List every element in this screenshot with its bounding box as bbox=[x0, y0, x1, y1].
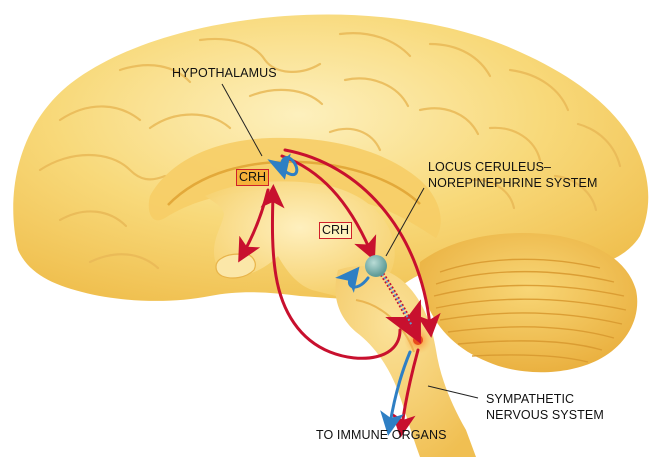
label-locus-ceruleus-line2: NOREPINEPHRINE SYSTEM bbox=[428, 176, 598, 190]
label-sympathetic-line1: SYMPATHETIC bbox=[486, 392, 575, 406]
label-immune-organs: TO IMMUNE ORGANS bbox=[316, 428, 447, 442]
leader-lines bbox=[221, 83, 479, 399]
gyri-lines bbox=[38, 32, 622, 270]
blue-loop-hypothalamus bbox=[267, 153, 299, 180]
label-crh-top: CRH bbox=[236, 169, 270, 186]
label-hypothalamus: HYPOTHALAMUS bbox=[172, 66, 277, 80]
label-sympathetic-line2: NERVOUS SYSTEM bbox=[486, 408, 604, 422]
arrow-hypo-to-symp bbox=[283, 148, 441, 338]
cerebellum-folia bbox=[433, 258, 627, 363]
label-locus-ceruleus-line1: LOCUS CERULEUS– bbox=[428, 160, 552, 174]
arrow-to-immune-blue bbox=[380, 350, 412, 436]
label-crh-mid: CRH bbox=[319, 222, 353, 239]
arrow-feedback-loop bbox=[260, 184, 402, 360]
blue-pathways bbox=[267, 153, 412, 436]
blue-loop-locus bbox=[335, 266, 370, 293]
locus-ceruleus-node bbox=[365, 255, 387, 277]
cerebellum bbox=[419, 233, 638, 373]
